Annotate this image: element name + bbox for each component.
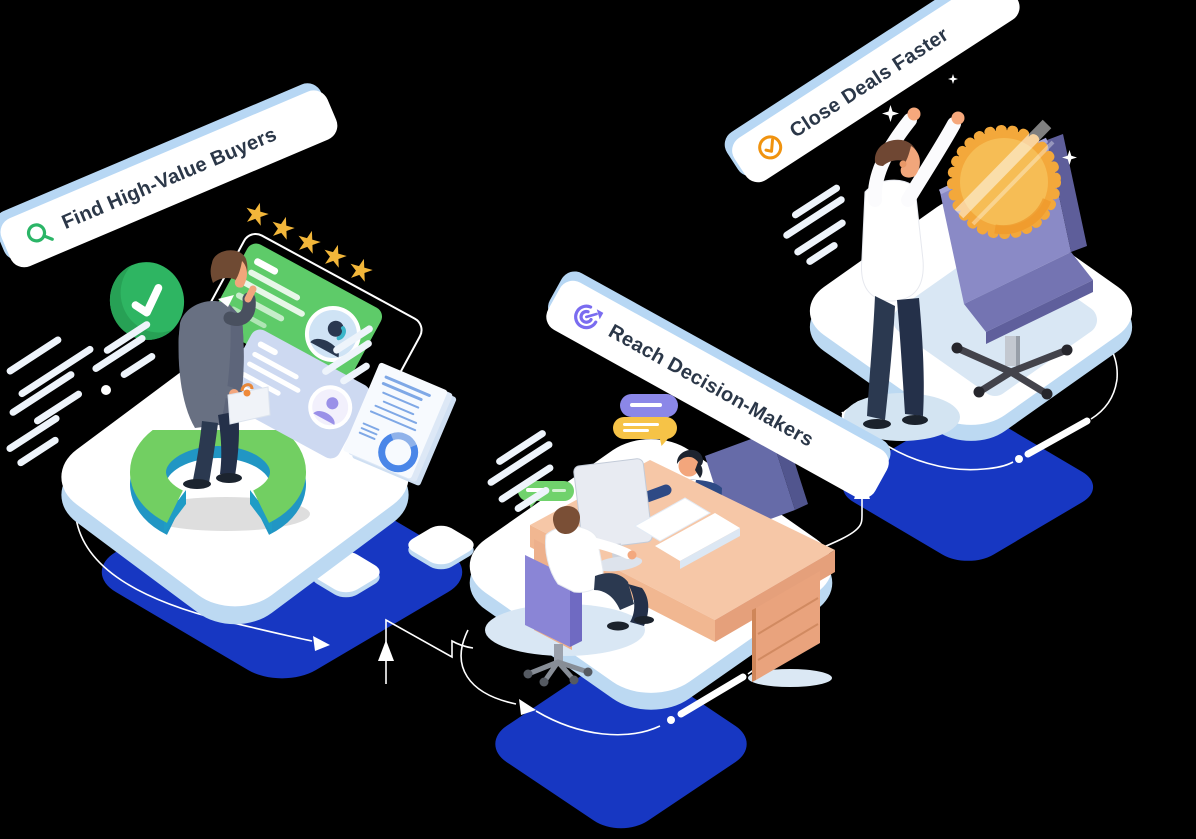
briefcase <box>227 383 271 425</box>
salesperson-seated-figure <box>545 506 654 631</box>
speech-bubble-yellow <box>613 417 677 439</box>
speech-bubble-purple <box>620 394 678 417</box>
text-line <box>526 488 548 492</box>
check-circle-icon <box>758 135 783 160</box>
award-medal <box>947 119 1061 239</box>
salesperson-figure <box>178 250 271 489</box>
text-line <box>623 429 649 432</box>
meeting-scene <box>485 426 835 687</box>
step-banner-2: Reach Decision-Makers <box>540 275 895 504</box>
target-arrow-icon <box>574 304 604 330</box>
text-line <box>552 489 566 492</box>
person-avatar-icon <box>312 389 349 426</box>
computer-monitor <box>573 458 653 572</box>
donut-chart <box>130 430 310 535</box>
checkmark-icon <box>131 284 163 317</box>
step-banner-1: Find High-Value Buyers <box>0 85 343 272</box>
sparkle-icon <box>948 74 958 84</box>
check-badge <box>102 255 192 347</box>
text-line <box>623 423 659 426</box>
celebration-scene <box>844 107 1097 441</box>
avatar <box>300 377 361 438</box>
search-icon <box>26 223 54 243</box>
step-banner-3: Close Deals Faster <box>726 0 1026 188</box>
text-line <box>630 403 662 407</box>
celebrating-figure <box>860 107 965 429</box>
papers <box>634 497 740 569</box>
profile-card-lavender <box>216 326 374 463</box>
